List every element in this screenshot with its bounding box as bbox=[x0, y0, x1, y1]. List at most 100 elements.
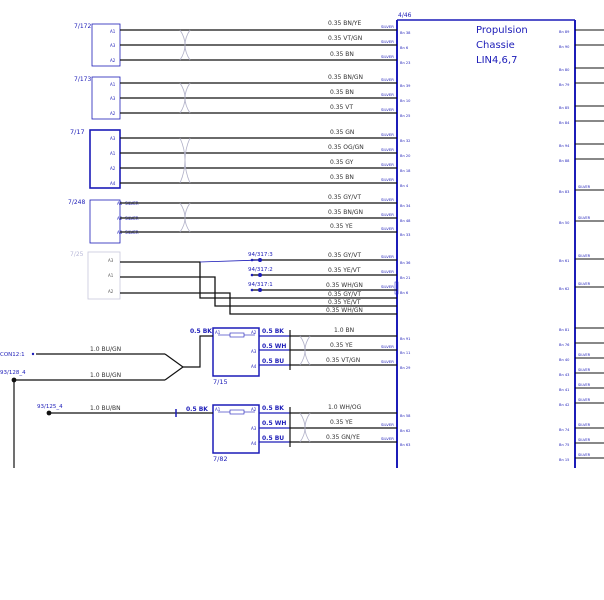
connector-782-box bbox=[212, 404, 260, 454]
ecu-pin-label: Bn 38 bbox=[400, 31, 411, 35]
ecu-right-pin-label: Bn 89 bbox=[559, 30, 570, 34]
splice-dot bbox=[250, 288, 254, 292]
silver-tag: SILVER bbox=[381, 422, 394, 427]
connector-7173-box bbox=[91, 76, 121, 120]
wire-label: 1.0 BU/BN bbox=[90, 405, 121, 412]
ecu-right-pin-label: Bn 43 bbox=[559, 373, 569, 377]
ecu-right-pin-label: Bn 88 bbox=[559, 159, 570, 163]
ref-label: 93/128_4 bbox=[0, 370, 26, 376]
ecu-right-pin-label: Bn 61 bbox=[559, 259, 569, 263]
silver-tag: SILVER bbox=[578, 254, 591, 258]
pin-label: A4 bbox=[251, 441, 257, 446]
con-label: CON12:1 bbox=[0, 352, 25, 358]
pin-label: A3 bbox=[110, 96, 116, 101]
ecu-right-pin-label: Bn 42 bbox=[559, 403, 569, 407]
wire-label: 1.0 WH/OG bbox=[328, 404, 362, 411]
pin-label: A3 bbox=[251, 426, 257, 431]
ecu-right-pin-label: Bn 40 bbox=[559, 358, 570, 362]
splice-dot bbox=[258, 273, 262, 277]
wire-label: 0.5 WH bbox=[262, 420, 286, 427]
wire-label: 0.5 BK bbox=[262, 328, 284, 335]
wire-label: 1.0 BU/GN bbox=[90, 372, 121, 379]
ecu-pin-label: Bn 62 bbox=[400, 429, 410, 433]
stepped-wires bbox=[120, 259, 397, 315]
pin-label: A3 bbox=[117, 230, 123, 235]
silver-tag: SILVER bbox=[578, 383, 591, 387]
wire-label: 0.5 WH bbox=[262, 343, 286, 350]
ecu-pin-label: Bn 48 bbox=[400, 219, 411, 223]
ecu-pin-label: Bn 6 bbox=[400, 46, 409, 50]
pin-label: A4 bbox=[110, 181, 116, 186]
ecu-pin-label: Bn 21 bbox=[400, 276, 410, 280]
ecu-right-pin-label: Bn 85 bbox=[559, 106, 569, 110]
ecu-right-pin-label: Bn 80 bbox=[559, 68, 570, 72]
pin-label: A3 bbox=[108, 258, 114, 263]
pin-label: A2 bbox=[108, 289, 114, 294]
connector-725-label: 7/25 bbox=[70, 251, 84, 258]
pin-label: A2 bbox=[110, 58, 116, 63]
connector-717-label: 7/17 bbox=[70, 128, 85, 136]
silver-tag: SILVER bbox=[381, 284, 394, 289]
silver-tag: SILVER bbox=[578, 216, 591, 220]
wire-label: 0.5 BU bbox=[262, 435, 284, 442]
ecu-pin-label: Bn 91 bbox=[400, 337, 410, 341]
wire-label: 0.35 BN/GN bbox=[328, 74, 363, 81]
wire-label: 0.35 BN/GN bbox=[328, 209, 363, 216]
pin-label: A2 bbox=[117, 216, 123, 221]
pin-label: A2 bbox=[251, 407, 257, 412]
pin-label: A2 bbox=[251, 330, 257, 335]
connector-7248-box bbox=[89, 199, 121, 244]
silver-tags: SILVER SILVER SILVER SILVER SILVER SILVE… bbox=[381, 24, 394, 441]
silver-tag: SILVER bbox=[381, 269, 394, 274]
resistor-symbol bbox=[229, 409, 245, 415]
pin-label: A1 bbox=[215, 330, 221, 335]
ecu-right-pin-label: Bn 79 bbox=[559, 83, 570, 87]
splice-dot bbox=[258, 258, 262, 262]
ecu-right-pin-label: Bn 41 bbox=[559, 388, 569, 392]
splice-label: 94/317:2 bbox=[248, 267, 273, 273]
ecu-pin-label: Bn 18 bbox=[400, 169, 411, 173]
silver-tag: SILVER bbox=[578, 438, 591, 442]
wire-label: 0.5 BK bbox=[262, 405, 284, 412]
wire-label: 0.35 VT/GN bbox=[328, 35, 362, 42]
ecu-pin-label: Bn 23 bbox=[400, 61, 410, 65]
wire-label: 0.35 BN/YE bbox=[328, 20, 362, 27]
connector-7172-label: 7/172 bbox=[74, 23, 91, 30]
wire-label: 0.35 YE bbox=[330, 419, 353, 426]
connector-7172-box bbox=[91, 23, 121, 67]
ecu-right-pin-label: Bn 74 bbox=[559, 428, 570, 432]
ecu-pin-label: Bn 25 bbox=[400, 114, 410, 118]
ecu-right-pin-label: Bn 84 bbox=[559, 121, 570, 125]
connector-7173-label: 7/173 bbox=[74, 76, 91, 83]
wire-label: 0.35 BN bbox=[330, 174, 354, 181]
pin-label: A1 bbox=[215, 407, 221, 412]
silver-tag: SILVER bbox=[381, 39, 394, 44]
bn-pin-labels: Bn 38 Bn 6 Bn 23 Bn 39 Bn 10 Bn 25 Bn 32… bbox=[400, 31, 411, 447]
ecu-pin-label: Bn 4 bbox=[400, 184, 409, 188]
splice-label: 94/317:3 bbox=[248, 252, 273, 258]
wire-label: 0.35 YE bbox=[330, 223, 353, 230]
ecu-pin-label: Bn 34 bbox=[400, 204, 411, 208]
ecu-pin-label: Bn 58 bbox=[400, 414, 411, 418]
merge-symbol bbox=[164, 353, 185, 381]
silver-tag: SILVER bbox=[381, 147, 394, 152]
ecu-right-pin-label: Bn 62 bbox=[559, 287, 569, 291]
ecu-right-pin-label: Bn 50 bbox=[559, 221, 570, 225]
wire-label: 0.35 YE bbox=[330, 342, 353, 349]
pin-label: A4 bbox=[251, 364, 257, 369]
ecu-right-pin-label: Bn 90 bbox=[559, 45, 570, 49]
pin-label: A3 bbox=[110, 136, 116, 141]
wire-label: 0.35 YE/VT bbox=[328, 267, 361, 274]
ecu-title-2: Chassie bbox=[476, 40, 515, 51]
wire-label: 0.35 GY/VT bbox=[328, 194, 361, 201]
silver-tag: SILVER bbox=[578, 453, 591, 457]
pin-label: A3 bbox=[110, 43, 116, 48]
wire-label: 0.35 GN/YE bbox=[326, 434, 360, 441]
ecu-right-pin-label: Bn 83 bbox=[559, 190, 569, 194]
wire-label: 0.35 BN bbox=[330, 89, 354, 96]
splice-label: 94/317:1 bbox=[248, 282, 273, 288]
wire-label: 0.5 BK bbox=[190, 328, 212, 335]
connector-717-box bbox=[89, 129, 121, 189]
ecu-pin-label: Bn 63 bbox=[400, 443, 410, 447]
